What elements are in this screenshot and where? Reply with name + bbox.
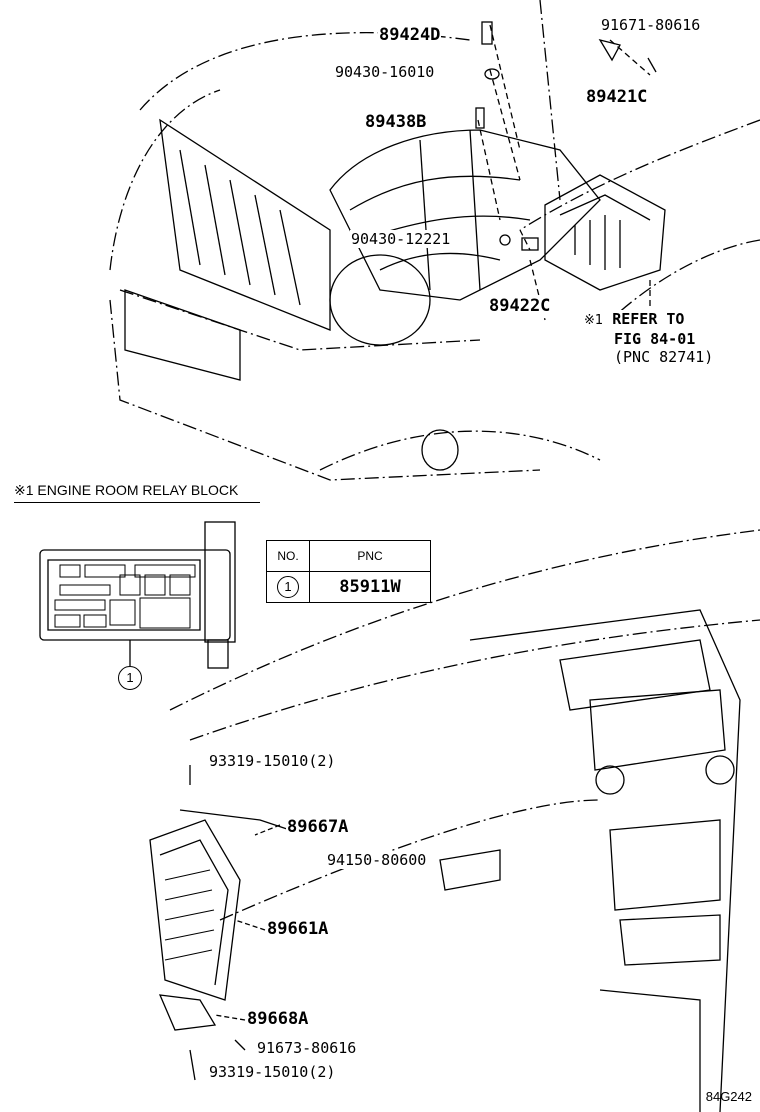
part-label-90430-12221: 90430-12221 xyxy=(350,230,452,248)
row-no: 1 xyxy=(277,576,299,598)
reference-mark: ※1 xyxy=(584,313,604,328)
part-label-93319-15010-top: 93319-15010(2) xyxy=(208,752,337,770)
part-label-89421C: 89421C xyxy=(585,87,649,107)
ecu-drawing xyxy=(149,765,291,1081)
table-row: 1 85911W xyxy=(266,571,431,603)
part-label-94150-80600: 94150-80600 xyxy=(326,851,428,869)
refer-line-1: REFER TO xyxy=(612,310,685,328)
grille-drawing xyxy=(124,118,459,471)
part-label-91673-80616: 91673-80616 xyxy=(256,1039,358,1057)
part-label-89438B: 89438B xyxy=(364,112,428,132)
header-pnc: PNC xyxy=(309,540,431,572)
part-label-89422C: 89422C xyxy=(488,296,552,316)
refer-line-3: (PNC 82741) xyxy=(614,348,714,366)
part-label-93319-15010-bottom: 93319-15010(2) xyxy=(208,1063,337,1081)
relay-block-in-car xyxy=(544,174,666,291)
part-label-91671-80616: 91671-80616 xyxy=(600,16,702,34)
refer-line-2: FIG 84-01 xyxy=(614,330,696,348)
dashboard-drawing xyxy=(169,529,760,921)
row-pnc: 85911W xyxy=(309,571,431,603)
pnc-table: NO. PNC 1 85911W xyxy=(266,540,431,603)
relay-block-title: ※1 ENGINE ROOM RELAY BLOCK xyxy=(14,482,260,503)
center-console-drawing xyxy=(439,609,741,1112)
part-label-89424D: 89424D xyxy=(378,25,442,45)
leader-lines xyxy=(477,24,651,321)
relay-block-detail xyxy=(39,521,236,669)
callout-1: 1 xyxy=(118,666,142,690)
part-label-89667A: 89667A xyxy=(286,817,350,837)
engine-drawing xyxy=(329,129,601,301)
header-no: NO. xyxy=(266,540,310,572)
part-label-90430-16010: 90430-16010 xyxy=(334,63,436,81)
figure-id: 84G242 xyxy=(705,1089,752,1104)
part-label-89661A: 89661A xyxy=(266,919,330,939)
small-part-icons xyxy=(475,21,657,251)
part-label-89668A: 89668A xyxy=(246,1009,310,1029)
refer-note: ※1 REFER TO FIG 84-01 (PNC 82741) xyxy=(584,310,714,366)
